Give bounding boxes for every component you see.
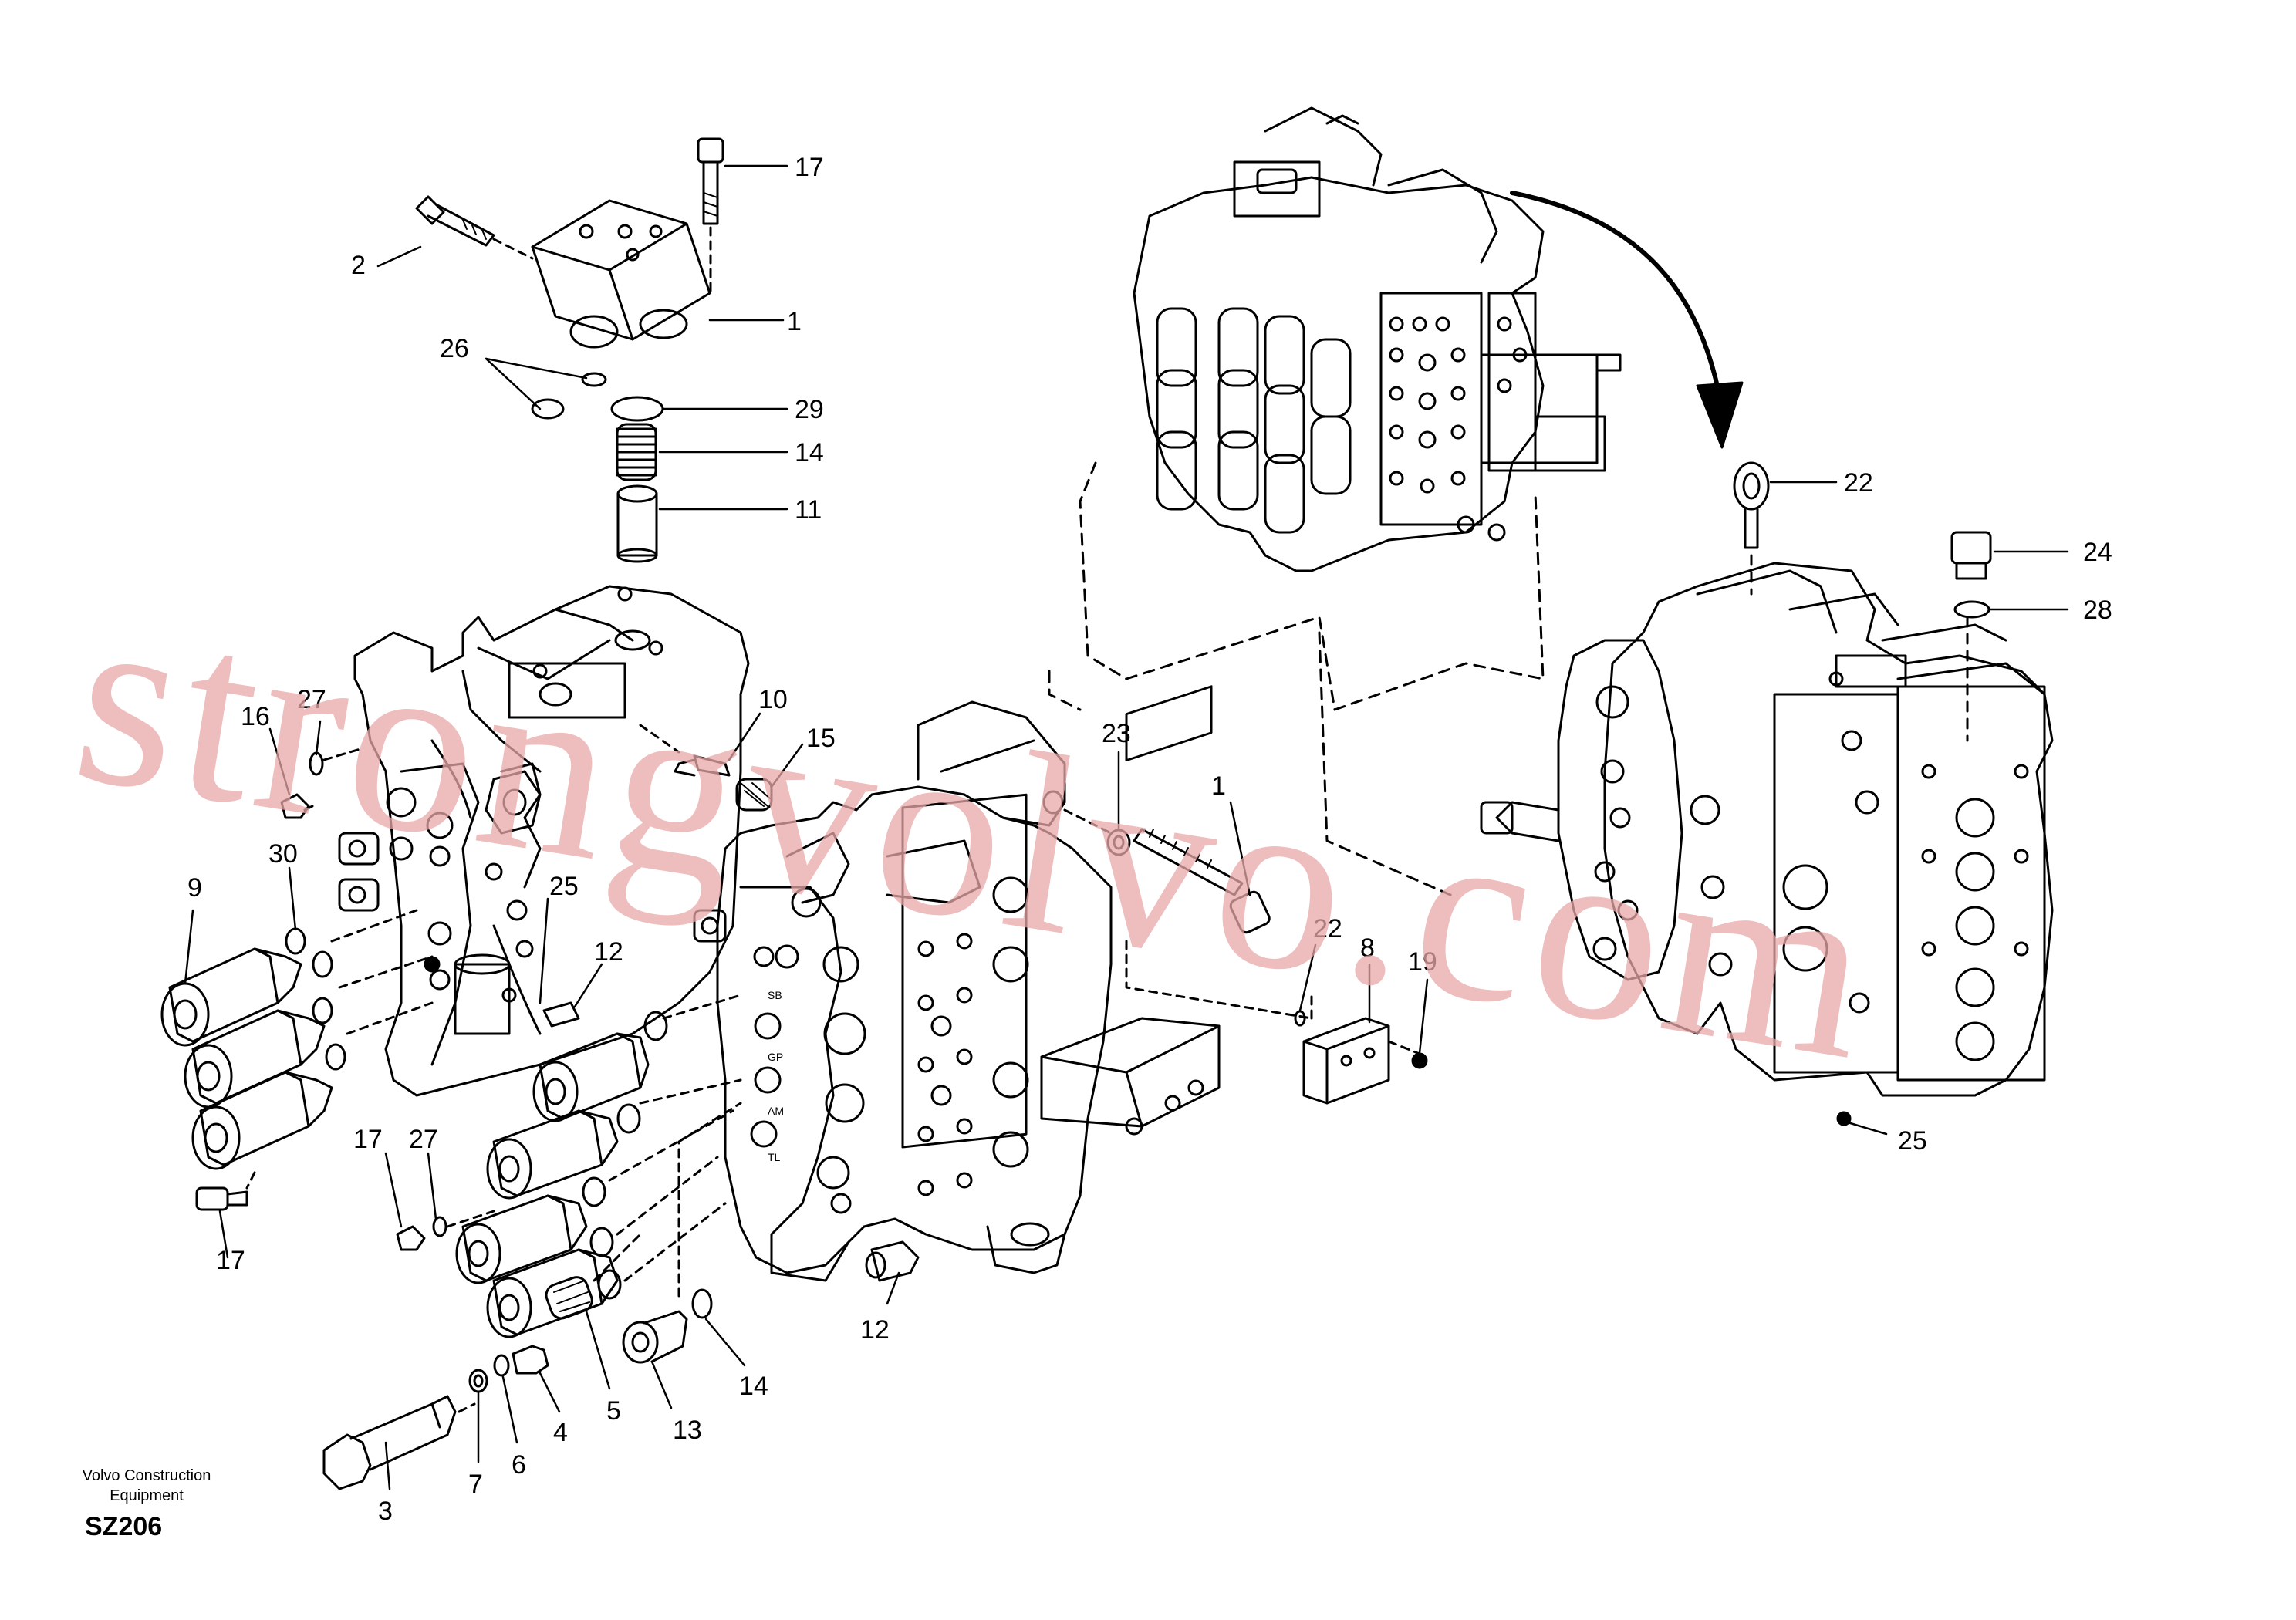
callout-21b: 22 xyxy=(1313,914,1342,943)
bolt-20 xyxy=(697,137,724,225)
port-labels: SB GP AM TL xyxy=(768,989,784,1163)
callout-27-top: 27 xyxy=(297,685,326,714)
callout-15: 14 xyxy=(795,438,824,467)
callout-1: 1 xyxy=(787,307,802,336)
plug-24 xyxy=(1950,531,1992,619)
screw-18 xyxy=(195,1186,248,1211)
spring-16 xyxy=(735,778,773,812)
sleeve-11 xyxy=(616,484,658,563)
callout-12-bottom: 12 xyxy=(860,1315,890,1345)
plug-13 xyxy=(622,1310,688,1364)
cover-block-1 xyxy=(531,199,711,349)
o-rings-30 xyxy=(285,927,346,1071)
left-body-ports xyxy=(386,787,534,1003)
callout-19: 19 xyxy=(1408,947,1437,977)
left-valve-body xyxy=(353,585,750,1097)
rotation-arrow xyxy=(1510,191,1744,449)
publisher-line-2: Equipment xyxy=(110,1487,184,1504)
ring-6 xyxy=(493,1354,510,1377)
callouts: 17 2 1 26 29 14 11 10 15 16 27 30 9 25 1… xyxy=(187,153,2112,1526)
callout-12-left: 12 xyxy=(594,937,623,967)
center-valve-body: SB GP AM TL xyxy=(693,685,1221,1282)
callout-23: 23 xyxy=(1102,719,1131,748)
callout-9: 9 xyxy=(187,873,202,903)
callout-24: 24 xyxy=(2083,538,2112,567)
o-ring-14 xyxy=(691,1288,713,1319)
callout-7: 7 xyxy=(468,1470,483,1499)
solenoid-group-9 xyxy=(160,947,333,1170)
publisher-line-1: Volvo Construction xyxy=(82,1467,211,1484)
valve-3 xyxy=(322,1395,457,1490)
callout-10: 10 xyxy=(758,685,788,714)
plug-12-left xyxy=(542,1001,580,1028)
spring-5 xyxy=(545,1276,593,1320)
end-block xyxy=(1040,685,1221,1136)
port-mark-tl: TL xyxy=(768,1151,781,1163)
block-8 xyxy=(1302,1017,1390,1105)
callout-8: 8 xyxy=(1360,933,1375,963)
callout-3: 3 xyxy=(378,1497,393,1526)
callout-28: 28 xyxy=(2083,596,2112,625)
ring-7 xyxy=(468,1369,488,1393)
callout-13: 13 xyxy=(673,1416,702,1445)
solenoid-group-center xyxy=(455,1032,650,1338)
center-body-ports xyxy=(750,876,1029,1214)
spring-15 xyxy=(616,423,657,481)
callout-5: 5 xyxy=(606,1396,621,1426)
callout-14: 14 xyxy=(739,1372,768,1401)
watermark-text: strongvolvo.com xyxy=(59,552,1893,1114)
o-rings-center xyxy=(582,1011,668,1300)
callout-11: 11 xyxy=(795,495,822,525)
fitting-17-bottom xyxy=(396,1216,447,1251)
bolt-2 xyxy=(415,195,495,247)
callout-25-left: 25 xyxy=(549,872,579,901)
plug-12-bottom xyxy=(865,1240,920,1282)
callout-17-bottom: 17 xyxy=(353,1125,383,1154)
publisher-label: Volvo Construction Equipment xyxy=(46,1466,247,1506)
callout-6: 6 xyxy=(512,1450,526,1480)
top-valve-spools xyxy=(1156,307,1352,534)
callout-22: 22 xyxy=(1844,468,1873,498)
plug-19 xyxy=(1411,1052,1428,1069)
callout-27-bottom: 27 xyxy=(409,1125,438,1154)
callout-2: 2 xyxy=(351,251,366,280)
plug-10 xyxy=(674,754,731,777)
callout-29: 29 xyxy=(795,395,824,424)
o-rings-26 xyxy=(531,372,607,420)
callout-21: 1 xyxy=(1211,771,1226,801)
assembled-valve-top xyxy=(1048,106,1622,711)
o-ring-29 xyxy=(610,396,664,422)
eye-bolt xyxy=(1733,461,1770,549)
leader-lines xyxy=(184,164,2069,1490)
side-plug xyxy=(693,909,727,943)
right-valve-ports xyxy=(1592,685,2029,1061)
port-mark-gp: GP xyxy=(768,1051,783,1063)
callout-16: 15 xyxy=(806,724,836,753)
callout-4: 4 xyxy=(553,1418,568,1447)
callout-18: 17 xyxy=(216,1246,245,1275)
callout-20: 17 xyxy=(795,153,824,182)
callout-30: 30 xyxy=(268,839,298,869)
fitting-17-top xyxy=(280,793,314,819)
callout-25-right: 25 xyxy=(1898,1126,1927,1156)
diagram-code: SZ206 xyxy=(85,1512,163,1541)
assembled-valve-right xyxy=(1318,461,2054,1126)
poppet-4 xyxy=(512,1345,549,1375)
callout-26: 26 xyxy=(440,334,469,363)
port-mark-sb: SB xyxy=(768,989,782,1001)
bolt-21 xyxy=(1133,828,1271,934)
port-mark-am: AM xyxy=(768,1105,784,1117)
top-valve-ports xyxy=(1389,316,1528,542)
upper-fittings-left xyxy=(338,832,380,912)
callout-17-top: 16 xyxy=(241,702,270,731)
